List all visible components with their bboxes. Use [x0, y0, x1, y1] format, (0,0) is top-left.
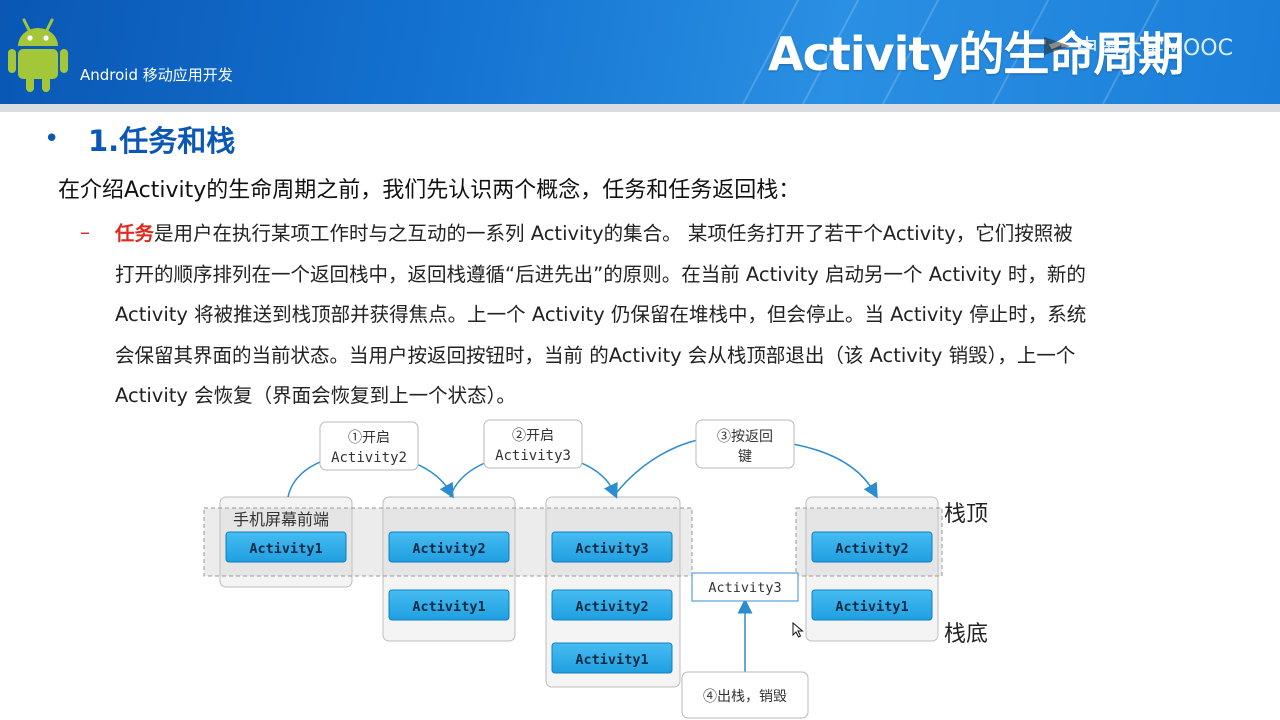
activity-chip: Activity1 [551, 642, 673, 674]
stack-container [805, 496, 939, 642]
screen-front-label: 手机屏幕前端 [233, 510, 330, 529]
step-box-4: ④出栈，销毁 [681, 671, 809, 719]
arrow-back-key [744, 439, 878, 499]
header-banner: Android 移动应用开发 Activity的生命周期 中国大学MOOC [0, 0, 1280, 104]
screen-front-band [795, 507, 943, 577]
paragraph-line: 会保留其界面的当前状态。当用户按返回按钮时，当前 的Activity 会从栈顶部… [115, 343, 1076, 367]
activity-chip: Activity2 [551, 589, 673, 621]
highlight-term: 任务 [115, 222, 155, 245]
paragraph-line: 任务是用户在执行某项工作时与之互动的一系列 Activity的集合。 某项任务打… [115, 214, 1215, 255]
step-label: Activity2 [331, 450, 407, 466]
activity-chip: Activity1 [811, 589, 933, 621]
stack-bottom-label: 栈底 [944, 622, 989, 647]
task-paragraph: 任务是用户在执行某项工作时与之互动的一系列 Activity的集合。 某项任务打… [115, 214, 1215, 417]
section-title: 1.任务和栈 [88, 124, 236, 158]
banner-divider [0, 104, 1280, 112]
step-label: ③按返回 [717, 429, 773, 445]
step-box-3: ③按返回 键 [695, 419, 795, 469]
android-robot-icon [8, 18, 68, 92]
activity-chip: Activity2 [811, 531, 933, 563]
activity-chip: Activity1 [388, 589, 510, 621]
mouse-cursor-icon [792, 622, 804, 638]
paragraph-line: Activity 将被推送到栈顶部并获得焦点。上一个 Activity 仍保留在… [115, 303, 1087, 326]
popped-activity-label: Activity3 [708, 580, 781, 596]
step-box-1: ①开启 Activity2 [319, 421, 419, 471]
arrow-start-activity3 [449, 452, 618, 499]
section-bullet: • [44, 124, 60, 154]
arrow-start-activity2 [287, 452, 454, 499]
step-label: ④出栈，销毁 [703, 689, 787, 705]
activity-label: Activity2 [575, 599, 648, 615]
activity-chip: Activity1 [225, 531, 347, 563]
stack-container [545, 496, 681, 688]
activity-label: Activity1 [835, 599, 908, 615]
activity-label: Activity2 [835, 541, 908, 557]
stack-container [382, 496, 516, 642]
play-icon [1044, 37, 1070, 55]
paragraph-line: 打开的顺序排列在一个返回栈中，返回栈遵循“后进先出”的原则。在当前 Activi… [115, 262, 1086, 286]
paragraph-line: Activity 会恢复（界面会恢复到上一个状态）。 [115, 384, 516, 407]
mooc-badge: 中国大学MOOC [1042, 30, 1233, 62]
mooc-badge-text: 中国大学MOOC [1076, 36, 1233, 61]
stack-top-label: 栈顶 [944, 502, 989, 527]
popped-activity: Activity3 [691, 572, 799, 602]
step-box-2: ②开启 Activity3 [483, 419, 583, 469]
list-dash: – [80, 220, 90, 244]
step-label: ①开启 [348, 430, 390, 446]
activity-label: Activity2 [412, 541, 485, 557]
page-title: Activity的生命周期 [768, 27, 1184, 81]
activity-label: Activity1 [249, 541, 322, 557]
step-label: Activity3 [495, 448, 571, 464]
arrow-back-left [616, 435, 746, 493]
step-label: ②开启 [512, 428, 554, 444]
activity-chip: Activity3 [551, 531, 673, 563]
course-name: Android 移动应用开发 [80, 66, 233, 84]
activity-label: Activity1 [412, 599, 485, 615]
activity-chip: Activity2 [388, 531, 510, 563]
step-label: 键 [738, 449, 752, 465]
activity-label: Activity1 [575, 652, 648, 668]
activity-label: Activity3 [575, 541, 648, 557]
paragraph-line-text: 是用户在执行某项工作时与之互动的一系列 Activity的集合。 某项任务打开了… [154, 222, 1073, 245]
intro-text: 在介绍Activity的生命周期之前，我们先认识两个概念，任务和任务返回栈： [58, 178, 801, 203]
